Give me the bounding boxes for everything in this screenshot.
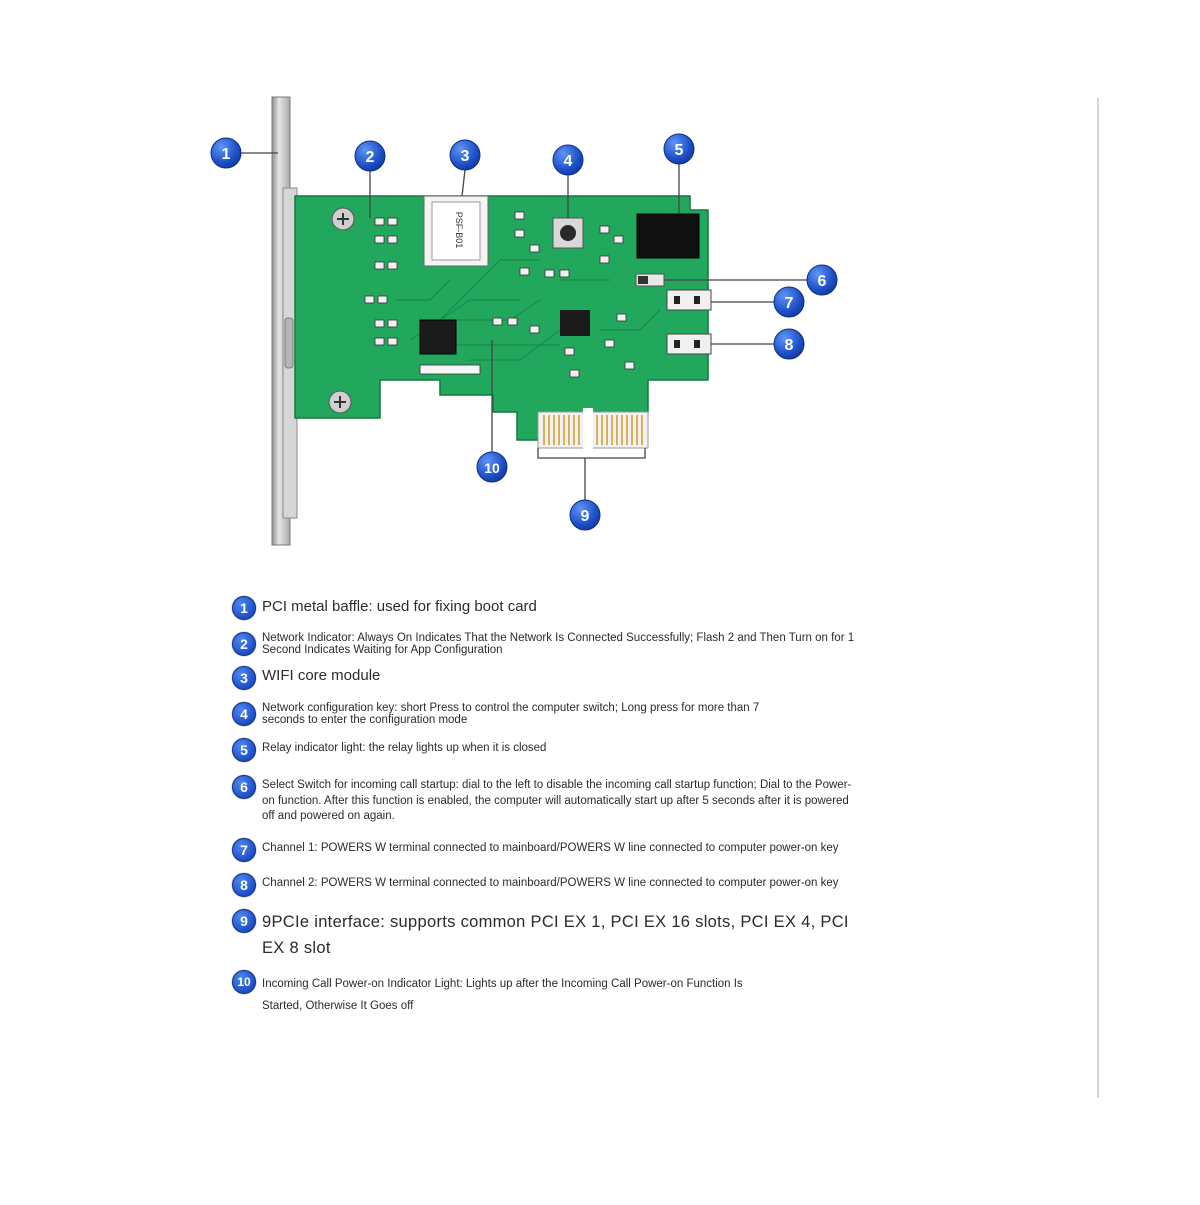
pcb-board: PSF-B01 [294, 195, 712, 450]
callout-badge: 2 [354, 140, 386, 172]
legend-item: 6 Select Switch for incoming call startu… [232, 775, 862, 825]
callout-number: 4 [564, 153, 573, 170]
legend-badge: 2 [232, 632, 256, 656]
legend-badge: 8 [232, 873, 256, 897]
legend-text: WIFI core module [262, 667, 381, 684]
leader-lines [241, 152, 807, 500]
callout-badge: 1 [210, 137, 242, 169]
callout-number: 6 [818, 273, 827, 290]
legend-text: Channel 2: POWERS W terminal connected t… [262, 877, 839, 889]
pci-metal-bracket [271, 96, 298, 546]
legend-badge: 10 [232, 970, 256, 994]
legend-badge: 7 [232, 838, 256, 862]
legend-item: 8 Channel 2: POWERS W terminal connected… [232, 873, 882, 897]
callout-badge: 6 [806, 264, 838, 296]
legend-item: 5 Relay indicator light: the relay light… [232, 738, 822, 762]
callout-badge: 10 [476, 451, 508, 483]
legend-text: Network Indicator: Always On Indicates T… [262, 632, 855, 657]
callout-number: 3 [461, 148, 470, 165]
legend-item: 7 Channel 1: POWERS W terminal connected… [232, 838, 882, 862]
legend-item: 10 Incoming Call Power-on Indicator Ligh… [232, 970, 782, 1018]
legend-badge: 5 [232, 738, 256, 762]
legend-item: 9 9PCIe interface: supports common PCI E… [232, 909, 862, 961]
legend-item: 2 Network Indicator: Always On Indicates… [232, 632, 882, 656]
legend-text: Incoming Call Power-on Indicator Light: … [262, 978, 743, 1012]
legend-badge: 4 [232, 702, 256, 726]
legend-item: 1 PCI metal baffle: used for fixing boot… [232, 596, 862, 620]
legend-text: PCI metal baffle: used for fixing boot c… [262, 598, 537, 615]
callout-number: 8 [785, 337, 794, 354]
legend-item: 4 Network configuration key: short Press… [232, 702, 792, 726]
legend-badge: 1 [232, 596, 256, 620]
module-chip-label: PSF-B01 [454, 212, 464, 249]
legend-badge: 9 [232, 909, 256, 933]
callout-number: 7 [785, 295, 794, 312]
legend-text: 9PCIe interface: supports common PCI EX … [262, 913, 849, 957]
callout-number: 10 [484, 460, 500, 476]
callout-badge: 8 [773, 328, 805, 360]
legend-item: 3 WIFI core module [232, 666, 662, 690]
legend-text: Network configuration key: short Press t… [262, 702, 760, 727]
callout-badge: 4 [552, 144, 584, 176]
callout-badge: 7 [773, 286, 805, 318]
legend-text: Select Switch for incoming call startup:… [262, 779, 852, 823]
legend-text: Channel 1: POWERS W terminal connected t… [262, 842, 839, 854]
callout-badge: 5 [663, 133, 695, 165]
legend-badge: 6 [232, 775, 256, 799]
callout-badge: 3 [449, 139, 481, 171]
legend-badge: 3 [232, 666, 256, 690]
callout-number: 2 [366, 149, 375, 166]
callout-number: 5 [675, 142, 684, 159]
callout-badge: 9 [569, 499, 601, 531]
legend-text: Relay indicator light: the relay lights … [262, 742, 547, 754]
callout-number: 9 [581, 508, 590, 525]
callout-number: 1 [222, 146, 231, 163]
